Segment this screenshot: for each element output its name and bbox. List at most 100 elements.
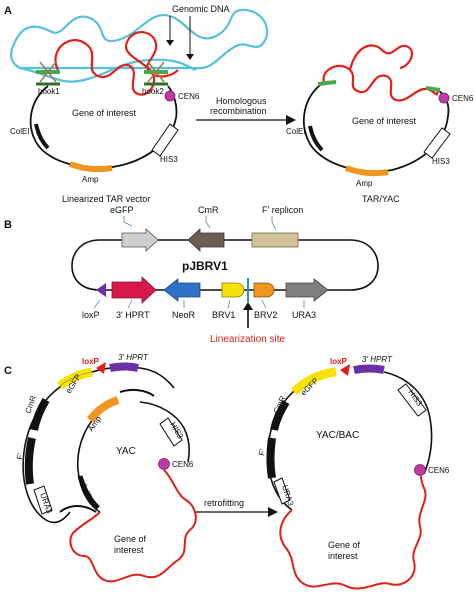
c-right-hprt-label: 3' HPRT [362, 355, 393, 364]
c-right-cen6-label: CEN6 [428, 466, 450, 475]
cmr-label: CmR [198, 205, 219, 215]
c-left-cen6 [158, 458, 170, 470]
gene-of-interest-label-tar: Gene of interest [352, 116, 417, 126]
c-right-his3 [397, 383, 427, 417]
genomic-arrowhead-1 [166, 40, 174, 46]
tar-vector-backbone [29, 85, 178, 169]
pjbrv1-label: pJBRV1 [182, 259, 228, 273]
brv1-shape [221, 282, 245, 298]
colei-label-left: ColEI [10, 127, 30, 136]
c-left-ura3 [33, 485, 53, 515]
tar-hook-right [425, 86, 441, 92]
his3-box-right [423, 127, 451, 159]
colei-arc-left [34, 123, 50, 150]
amp-arc-right [344, 165, 389, 177]
c-left-amp [86, 396, 120, 423]
tar-yac-insert-loop [348, 44, 414, 71]
linearization-site-label: Linearization site [210, 334, 285, 345]
genomic-arrowhead-2 [186, 54, 194, 60]
recombination-label-1: Homologous [216, 96, 267, 106]
tar-yac-backbone [302, 81, 450, 173]
linearization-arrowhead [243, 302, 253, 310]
panel-c: C eGFP loxP 3' HPRT CmR F' URA3 Amp HIS3… [4, 353, 450, 590]
c-right-loxp-triangle [340, 364, 350, 376]
neor-label: NeoR [172, 310, 196, 320]
c-left-loxp-triangle [96, 362, 106, 374]
c-yac-label: YAC [116, 446, 136, 457]
c-left-gene-line1: Gene of [114, 534, 147, 544]
c-right-f [266, 437, 276, 479]
hprt-label: 3' HPRT [116, 310, 150, 320]
c-right-ura3 [273, 477, 291, 505]
c-left-gene-line2: interest [114, 545, 144, 555]
amp-arc-left [68, 161, 113, 173]
c-left-cmr [30, 397, 50, 431]
cen6-label-left: CEN6 [178, 92, 200, 101]
c-left-crossover-bottom [59, 505, 97, 513]
loxp-label-b: loxP [82, 310, 100, 320]
c-right-gene-line1: Gene of [328, 540, 361, 550]
panel-a: A Genomic DNA hook1 hook2 Gene of intere… [4, 4, 474, 204]
c-yacbac-label: YAC/BAC [316, 430, 359, 441]
c-left-hprt [109, 362, 139, 372]
c-right-egfp [290, 367, 337, 396]
c-right-hprt [353, 364, 385, 374]
amp-label-left: Amp [82, 175, 99, 184]
egfp-leader [123, 216, 133, 227]
c-right-cmr [270, 399, 290, 431]
genomic-dna-strand [10, 8, 269, 70]
c-left-crossover-top [119, 388, 155, 397]
hook2-label: hook2 [142, 87, 164, 96]
brv1-label: BRV1 [212, 310, 235, 320]
panel-c-letter: C [4, 365, 12, 377]
egfp-arrow [121, 228, 159, 252]
hook2-cross-b [147, 61, 165, 83]
egfp-label: eGFP [110, 205, 134, 215]
gene-of-interest-label-a: Gene of interest [72, 108, 137, 118]
brv2-label: BRV2 [254, 310, 277, 320]
retrofitting-label: retrofitting [204, 498, 244, 508]
hprt-arrow [111, 276, 157, 304]
his3-label-left: HIS3 [160, 155, 178, 164]
colei-arc-right [308, 125, 324, 152]
freplicon-box [251, 232, 299, 248]
cmr-leader [205, 216, 211, 229]
freplicon-leader [271, 216, 277, 231]
panel-b-letter: B [4, 219, 12, 231]
c-left-his3 [159, 417, 183, 447]
panel-b: B eGFP CmR F' replicon pJBRV1 loxP 3' HP… [4, 205, 379, 345]
brv2-leader [261, 299, 267, 309]
c-left-loxp-label: loxP [82, 357, 100, 366]
pjbrv1-backbone [71, 239, 379, 291]
retrofitting-arrowhead [268, 507, 278, 517]
freplicon-label: F' replicon [262, 205, 303, 215]
ura3-label: URA3 [292, 310, 316, 320]
recombination-label-2: recombination [210, 106, 267, 116]
genomic-dna-label: Genomic DNA [172, 4, 230, 14]
his3-label-right: HIS3 [432, 157, 450, 166]
c-right-loxp-label: loxP [330, 357, 348, 366]
c-left-colei [77, 475, 100, 510]
panel-a-letter: A [4, 5, 12, 17]
brv2-shape [253, 282, 275, 298]
cen6-label-right: CEN6 [452, 94, 474, 103]
brv1-leader [227, 299, 231, 309]
c-left-egfp-edge [59, 371, 93, 387]
c-left-f [24, 437, 36, 485]
c-left-f-label: F' [15, 452, 25, 460]
tar-yac-insert [322, 64, 440, 102]
amp-label-right: Amp [356, 179, 373, 188]
hook1-cross-b [39, 61, 57, 83]
gene-of-interest-coil [54, 31, 179, 96]
cen6-marker-left [164, 90, 176, 102]
his3-box-left [151, 123, 179, 157]
c-left-gene-coil [69, 469, 197, 583]
c-left-hprt-label: 3' HPRT [118, 353, 149, 362]
hook1-label: hook1 [38, 87, 60, 96]
tar-yac-caption: TAR/YAC [362, 194, 400, 204]
c-right-f-label: F' [257, 448, 267, 456]
c-left-colei-label: ColEI [78, 481, 94, 503]
cen6-marker-right [438, 92, 450, 104]
c-right-gene-coil [279, 475, 427, 590]
